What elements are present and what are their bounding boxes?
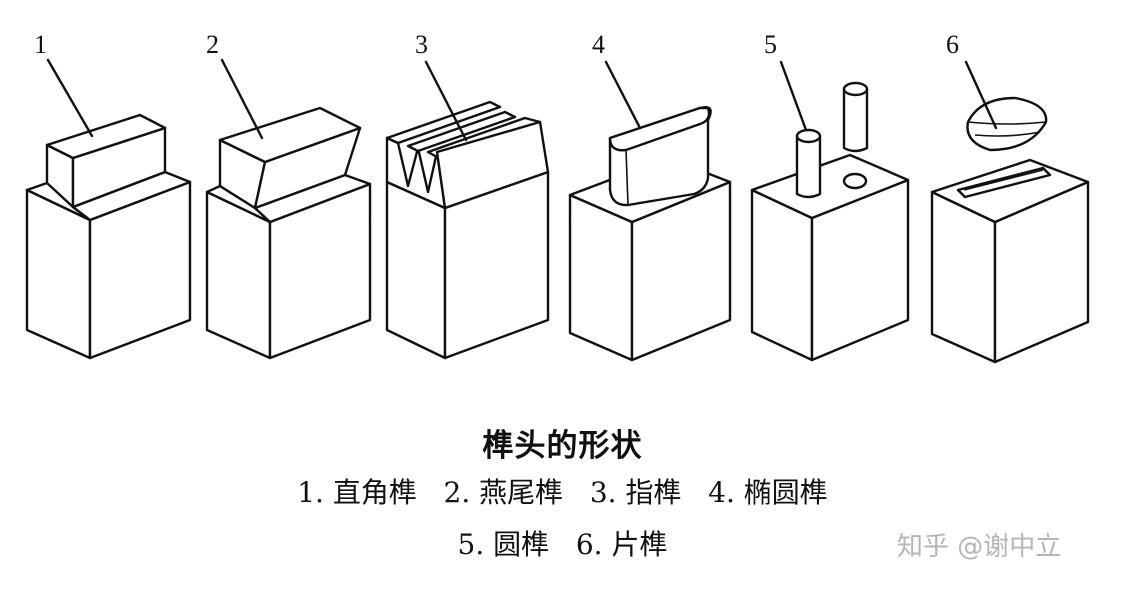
caption-legend-line-1: 1. 直角榫 2. 燕尾榫 3. 指榫 4. 椭圆榫 (297, 476, 828, 509)
label-leader-2 (220, 58, 264, 140)
label-leader-1 (46, 58, 94, 138)
oval-tenon-block (568, 60, 732, 362)
label-3: 3 (415, 30, 428, 59)
label-leader-3 (424, 60, 468, 142)
label-leader-5 (779, 60, 808, 132)
figure-caption: 榫头的形状 1. 直角榫 2. 燕尾榫 3. 指榫 4. 椭圆榫 5. 圆榫 6… (0, 425, 1125, 571)
label-6: 6 (946, 30, 959, 59)
biscuit-tenon-block (930, 60, 1090, 364)
label-leader-6 (964, 60, 998, 130)
caption-title: 榫头的形状 (482, 428, 643, 464)
caption-legend-line-2: 5. 圆榫 6. 片榫 (457, 528, 668, 561)
label-1: 1 (34, 30, 47, 59)
watermark: 知乎 @谢中立 (897, 532, 1062, 562)
label-2: 2 (206, 30, 219, 59)
round-tenon-block (750, 60, 910, 362)
right-angle-tenon-block (25, 58, 192, 360)
label-leader-4 (604, 60, 642, 130)
label-4: 4 (592, 30, 605, 59)
finger-tenon-block (385, 60, 550, 360)
dovetail-tenon-block (205, 58, 372, 360)
tenon-shapes-figure: 1 2 3 4 5 6 (25, 30, 1090, 364)
label-5: 5 (764, 30, 777, 59)
